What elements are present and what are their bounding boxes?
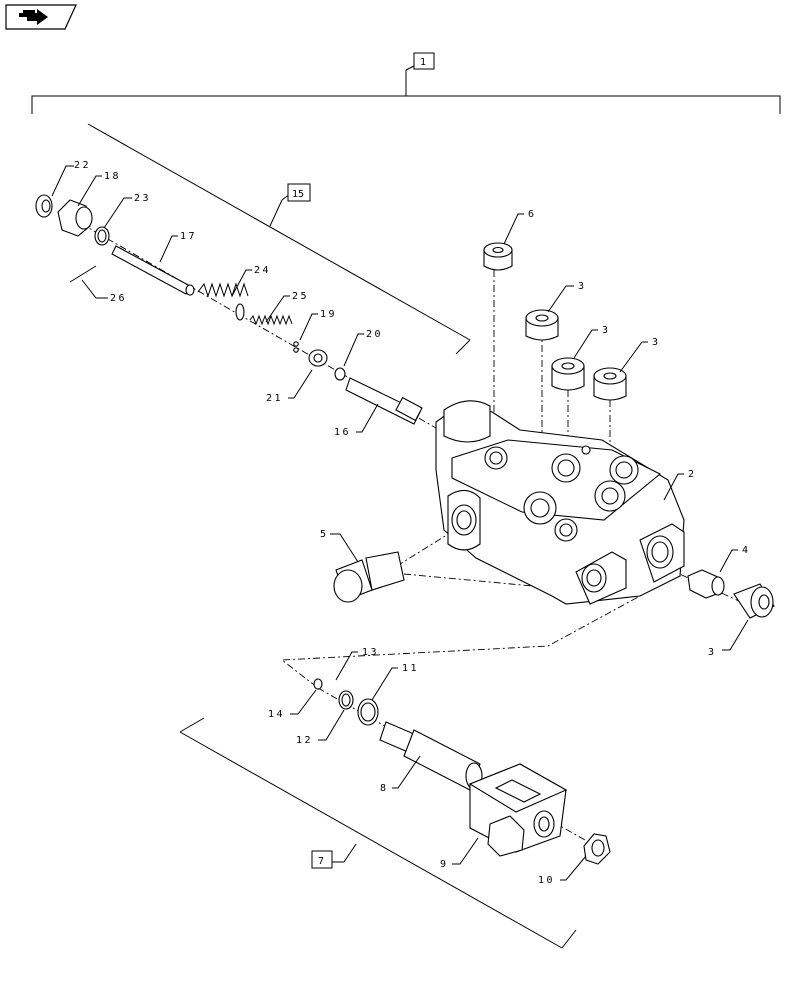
part-label-5: 5 [320, 529, 329, 540]
assembly-label-solenoid: 7 [318, 856, 324, 867]
part-label-11: 11 [402, 663, 419, 674]
part-label-3a: 3 [578, 281, 587, 292]
relief-group-bracket: 15 [87, 123, 471, 355]
part-label-18: 18 [104, 171, 121, 182]
plug-3a [525, 309, 559, 341]
solenoid-group-bracket: 7 [179, 717, 577, 949]
part-label-8: 8 [380, 783, 389, 794]
part-label-21: 21 [266, 393, 283, 404]
part-label-12: 12 [296, 735, 313, 746]
part-label-6: 6 [528, 209, 537, 220]
part-label-13: 13 [362, 647, 379, 658]
part-label-26: 26 [110, 293, 127, 304]
part-label-3c: 3 [652, 337, 661, 348]
assembly-label-relief: 15 [292, 189, 304, 200]
assembly-bracket: 1 [31, 52, 781, 114]
relief-parts [35, 194, 423, 425]
plug-5 [333, 551, 405, 603]
part-label-14: 14 [268, 709, 285, 720]
arrow-right-icon [19, 9, 48, 25]
side-parts [687, 569, 775, 619]
valve-body [435, 400, 685, 605]
part-label-10: 10 [538, 875, 555, 886]
part-label-20: 20 [366, 329, 383, 340]
plug-6 [483, 242, 513, 271]
part-label-25: 25 [292, 291, 309, 302]
plug-3c [593, 367, 627, 401]
part-label-3b: 3 [602, 325, 611, 336]
assembly-label-main: 1 [420, 57, 426, 68]
part-label-2: 2 [688, 469, 697, 480]
part-label-9: 9 [440, 859, 449, 870]
part-label-16: 16 [334, 427, 351, 438]
part-label-22: 22 [74, 160, 91, 171]
part-label-19: 19 [320, 309, 337, 320]
part-label-4: 4 [742, 545, 751, 556]
next-page-button[interactable] [5, 4, 77, 30]
part-labels: 22 18 23 17 26 24 25 19 20 21 16 6 3 3 3… [74, 160, 751, 886]
part-label-24: 24 [254, 265, 271, 276]
part-label-17: 17 [180, 231, 197, 242]
solenoid-parts [313, 678, 611, 865]
plug-3b [551, 357, 585, 391]
part-label-3d: 3 [708, 647, 717, 658]
leader-lines [51, 165, 749, 881]
part-label-23: 23 [134, 193, 151, 204]
top-plugs [483, 242, 627, 401]
